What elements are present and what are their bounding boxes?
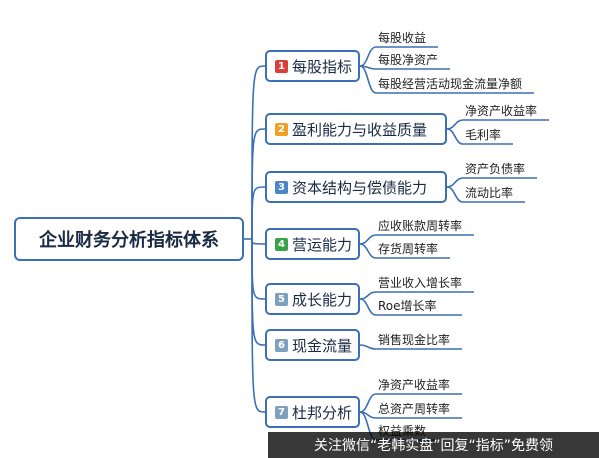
leaf-node: 应收账款周转率 <box>378 219 463 233</box>
root-label: 企业财务分析指标体系 <box>39 230 219 251</box>
trunk-connector <box>251 238 266 413</box>
branch-number-badge: 6 <box>275 338 288 352</box>
branch-number-badge: 4 <box>275 237 288 251</box>
leaf-connector <box>359 298 462 316</box>
trunk-connector <box>251 238 266 300</box>
root-node: 企业财务分析指标体系 <box>14 217 244 261</box>
promo-banner: 关注微信“老韩实盘”回复“指标”免费领 <box>268 432 599 458</box>
leaf-connector <box>359 243 450 259</box>
trunk-connector <box>251 128 266 240</box>
leaf-connector <box>359 393 462 413</box>
leaf-node: 存货周转率 <box>378 242 439 256</box>
leaf-node: 每股经营活动现金流量净额 <box>378 77 523 91</box>
leaf-node: 资产负债率 <box>465 162 526 176</box>
leaf-connector <box>359 291 474 300</box>
branch-number-badge: 1 <box>275 59 288 73</box>
leaf-node: 毛利率 <box>465 128 502 142</box>
branch-number-badge: 3 <box>275 180 288 194</box>
leaf-node: Roe增长率 <box>378 299 437 313</box>
leaf-connector <box>446 186 525 203</box>
promo-banner-text: 关注微信“老韩实盘”回复“指标”免费领 <box>313 438 553 454</box>
leaf-connector <box>359 65 534 94</box>
branch-node: 2 盈利能力与收益质量 <box>265 113 447 145</box>
branch-number-badge: 5 <box>275 292 288 306</box>
leaf-node: 总资产周转率 <box>378 402 451 416</box>
branch-number-badge: 2 <box>275 122 288 136</box>
branch-number-badge: 7 <box>275 405 288 419</box>
trunk-connector <box>251 238 266 245</box>
branch-label: 资本结构与偿债能力 <box>292 178 428 197</box>
branch-label: 营运能力 <box>291 235 352 254</box>
branch-label: 成长能力 <box>291 290 352 309</box>
branch-node: 3 资本结构与偿债能力 <box>265 171 447 203</box>
leaf-node: 每股收益 <box>378 31 427 45</box>
branch-label: 每股指标 <box>291 57 352 76</box>
leaf-node: 销售现金比率 <box>378 333 451 347</box>
leaf-node: 净资产收益率 <box>465 104 538 118</box>
leaf-connector <box>446 128 513 145</box>
leaf-connector <box>359 344 462 350</box>
leaf-node: 营业收入增长率 <box>378 276 463 290</box>
branch-label: 盈利能力与收益质量 <box>292 120 428 139</box>
leaf-node: 净资产收益率 <box>378 378 451 392</box>
branch-label: 现金流量 <box>291 336 352 355</box>
trunk-connector <box>251 186 266 240</box>
trunk-connector <box>251 65 266 240</box>
branch-label: 杜邦分析 <box>291 403 352 422</box>
leaf-node: 流动比率 <box>465 186 514 200</box>
leaf-node: 每股净资产 <box>378 53 439 67</box>
